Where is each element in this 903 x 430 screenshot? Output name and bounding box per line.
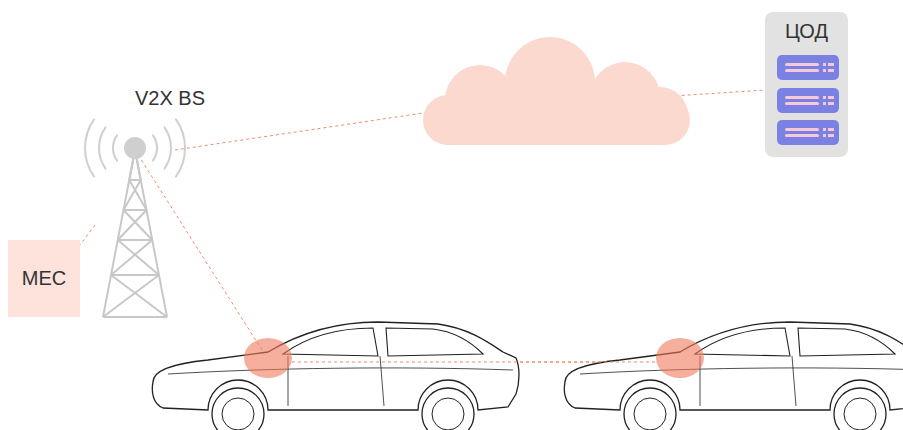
cloud: [423, 37, 690, 145]
server-led: [785, 96, 819, 99]
server-port: [828, 128, 834, 131]
server-port: [823, 128, 826, 131]
wave-arc: [176, 119, 185, 176]
wave-arc: [164, 127, 171, 168]
tower-brace: [118, 210, 152, 240]
tower-brace: [124, 180, 147, 210]
wave-arc: [85, 119, 94, 176]
node-label: V2X BS: [135, 87, 205, 110]
v2v-link: [292, 362, 655, 363]
server-port: [823, 96, 826, 99]
car: [564, 322, 903, 430]
server-led: [785, 63, 819, 66]
server-unit: [777, 55, 839, 80]
antenna-spot: [244, 338, 292, 378]
tower-legs: [103, 150, 167, 317]
antenna-spot: [656, 338, 704, 378]
server-port: [828, 96, 834, 99]
server-unit: [777, 120, 839, 145]
server-port: [823, 102, 826, 105]
server-unit: [777, 88, 839, 113]
tower-top: [124, 137, 146, 159]
tower-lattice: [103, 150, 167, 317]
server-port: [823, 69, 826, 72]
datacenter-box: ЦОД: [765, 12, 848, 157]
node-label: MEC: [22, 267, 66, 290]
server-led: [785, 69, 819, 72]
server-port: [828, 69, 834, 72]
server-port: [828, 102, 834, 105]
wave-arc: [113, 135, 117, 160]
server-port: [823, 63, 826, 66]
radio-waves: [85, 119, 185, 176]
server-port: [823, 134, 826, 137]
tower-brace: [111, 240, 159, 275]
tower-brace: [103, 275, 167, 317]
dashed-connector: [80, 225, 95, 245]
v2v-link: [292, 362, 655, 363]
tower-symbol: [95, 125, 175, 320]
server-port: [828, 134, 834, 137]
server-led: [785, 128, 819, 131]
server-led: [785, 102, 819, 105]
server-port: [828, 63, 834, 66]
mec-box: MEC: [8, 240, 80, 317]
wave-arc: [153, 135, 157, 160]
wave-arc: [99, 127, 106, 168]
base-station: V2X BS: [95, 125, 175, 320]
node-label: ЦОД: [785, 20, 828, 43]
car: [152, 322, 519, 430]
server-led: [785, 134, 819, 137]
